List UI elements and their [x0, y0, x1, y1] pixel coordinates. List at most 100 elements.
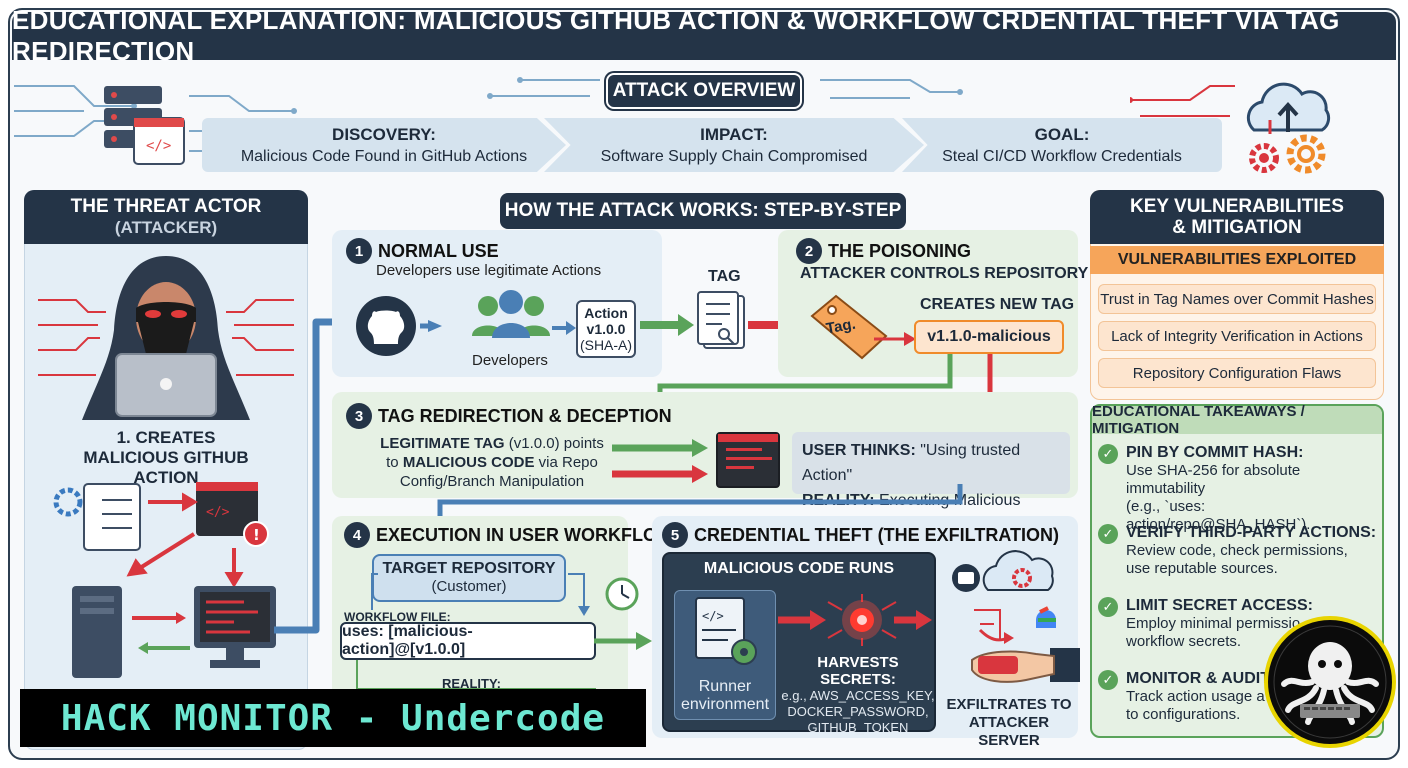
step3-heading: 3 TAG REDIRECTION & DECEPTION	[346, 403, 672, 429]
takeaway-line: Track action usage a	[1126, 688, 1265, 705]
overview-stage-impact: IMPACT: Software Supply Chain Compromise…	[544, 118, 924, 172]
threat-actor-step: 1. CREATES MALICIOUS GITHUB ACTION	[83, 428, 249, 487]
how-it-works-title: HOW THE ATTACK WORKS: STEP-BY-STEP	[500, 193, 906, 229]
secret-item: GITHUB_TOKEN	[807, 720, 909, 735]
step3-line3: Config/Branch Manipulation	[399, 473, 585, 490]
svg-text:!: !	[253, 526, 260, 544]
malicious-code-window-icon	[716, 432, 780, 488]
page-title: EDUCATIONAL EXPLANATION: MALICIOUS GITHU…	[12, 5, 1396, 66]
server-icon: </>	[104, 86, 185, 165]
step5-title: CREDENTIAL THEFT (THE EXFILTRATION)	[694, 524, 1059, 545]
runner-label: Runner environment	[674, 678, 776, 714]
vulnerability-item: Trust in Tag Names over Commit Hashes	[1098, 284, 1376, 314]
step-number: 3	[346, 403, 372, 429]
vulnerabilities-exploited-label: VULNERABILITIES EXPLOITED	[1090, 246, 1384, 274]
svg-text:</>: </>	[206, 505, 230, 520]
takeaway-item: ✓ VERIFY THIRD-PARTY ACTIONS: Review cod…	[1098, 524, 1382, 578]
takeaway-title: PIN BY COMMIT HASH:	[1126, 444, 1304, 461]
step2-title: THE POISONING	[828, 240, 972, 261]
step2-heading: 2 THE POISONING	[796, 238, 971, 264]
threat-actor-subtitle: (ATTACKER)	[114, 218, 218, 237]
document-icon	[697, 291, 745, 349]
takeaway-item: ✓ LIMIT SECRET ACCESS: Employ minimal pe…	[1098, 597, 1382, 651]
takeaway-line: to configurations.	[1126, 706, 1241, 723]
arrow-blue-small	[552, 321, 576, 335]
action-card: Action v1.0.0 (SHA-A)	[576, 300, 636, 358]
step4-panel	[332, 516, 628, 706]
step3-title: TAG REDIRECTION & DECEPTION	[378, 405, 672, 426]
step5-heading: 5 CREDENTIAL THEFT (THE EXFILTRATION)	[662, 522, 1059, 548]
clock-icon	[605, 577, 639, 611]
attack-overview-label: ATTACK OVERVIEW	[606, 73, 802, 109]
takeaway-line: workflow secrets.	[1126, 633, 1242, 650]
stage-title: GOAL:	[1034, 124, 1090, 144]
exfiltrate-line1: EXFILTRATES TO	[946, 696, 1072, 713]
step3-explanation: LEGITIMATE TAG (v1.0.0) points to MALICI…	[362, 434, 622, 491]
overview-stage-goal: GOAL: Steal CI/CD Workflow Credentials	[902, 118, 1222, 172]
action-sha: (SHA-A)	[579, 337, 633, 353]
svg-text:</>: </>	[146, 138, 171, 154]
workflow-file-label: WORKFLOW FILE:	[344, 610, 451, 624]
step4-reality-label: REALITY:	[442, 676, 501, 691]
repo-loop-arrows	[371, 573, 590, 616]
step-number: 5	[662, 522, 688, 548]
takeaway-line: Employ minimal permissio	[1126, 615, 1301, 632]
stage-text: Malicious Code Found in GitHub Actions	[240, 147, 528, 165]
octopus-logo-icon	[1264, 616, 1396, 748]
secret-item: DOCKER_PASSWORD,	[787, 704, 929, 719]
check-icon: ✓	[1098, 444, 1118, 464]
secret-harvest-icon	[778, 594, 932, 646]
takeaway-title: VERIFY THIRD-PARTY ACTIONS:	[1126, 524, 1377, 541]
runner-doc-gear-icon: </>	[695, 597, 757, 665]
harvest-secrets: HARVESTS SECRETS: e.g., AWS_ACCESS_KEY, …	[780, 654, 936, 736]
stage-text: Software Supply Chain Compromised	[600, 147, 868, 165]
circuit-lines-right	[1130, 85, 1235, 117]
vuln-title-1: KEY VULNERABILITIES	[1130, 196, 1344, 217]
workflow-uses-line: uses: [malicious-action]@[v1.0.0]	[340, 622, 596, 660]
secret-item: e.g., AWS_ACCESS_KEY,	[781, 688, 935, 703]
step1-heading: 1 NORMAL USE	[346, 238, 499, 264]
step4-title: EXECUTION IN USER WORKFLOW	[376, 524, 674, 545]
malicious-action-creation-icons: </> !	[53, 482, 276, 678]
repo-title: TARGET REPOSITORY	[382, 560, 556, 577]
threat-actor-title: THE THREAT ACTOR	[70, 196, 262, 217]
step-number: 4	[344, 522, 370, 548]
malicious-runs-label: MALICIOUS CODE RUNS	[703, 560, 895, 577]
thinks-text: "Using trusted Action"	[802, 442, 1021, 484]
tag-icon	[810, 294, 888, 360]
exfiltrate-line2: ATTACKER SERVER	[968, 714, 1050, 749]
vulnerability-item: Repository Configuration Flaws	[1098, 358, 1376, 388]
takeaway-line: Use SHA-256 for absolute immutability	[1126, 462, 1301, 497]
action-version: v1.0.0	[586, 321, 626, 337]
flow-connector-blue	[437, 484, 963, 516]
hacker-icon	[38, 256, 294, 420]
step2-subtitle: ATTACKER CONTROLS REPOSITORY	[800, 265, 1089, 282]
step4-heading: 4 EXECUTION IN USER WORKFLOW	[344, 522, 674, 548]
takeaway-title: MONITOR & AUDIT	[1126, 670, 1270, 687]
step3-line1-bold: LEGITIMATE TAG	[380, 435, 505, 452]
check-icon: ✓	[1098, 597, 1118, 617]
takeaway-item: ✓ PIN BY COMMIT HASH: Use SHA-256 for ab…	[1098, 444, 1382, 534]
overview-stage-discovery: DISCOVERY: Malicious Code Found in GitHu…	[202, 118, 566, 172]
stage-title: IMPACT:	[700, 124, 768, 144]
brand-banner-text: HACK MONITOR - Undercode	[60, 697, 606, 739]
circuit-lines-center-right	[820, 79, 963, 99]
harvest-title: HARVESTS SECRETS:	[817, 654, 899, 688]
github-icon	[356, 296, 442, 356]
exfiltrate-label: EXFILTRATES TO ATTACKER SERVER	[944, 696, 1074, 750]
reality-connector	[356, 660, 358, 690]
repo-subtitle: (Customer)	[431, 578, 507, 595]
takeaway-line: (e.g., `uses: action/repo@SHA_HASH`).	[1126, 498, 1311, 533]
runner-label-1: Runner	[698, 678, 752, 695]
step3-line1-rest: (v1.0.0) points	[504, 435, 604, 452]
step-number: 2	[796, 238, 822, 264]
step1-title: NORMAL USE	[378, 240, 499, 261]
stage-title: DISCOVERY:	[332, 124, 436, 144]
redirect-arrows	[612, 439, 708, 483]
brand-banner: HACK MONITOR - Undercode	[20, 689, 646, 747]
developers-label: Developers	[472, 352, 548, 369]
thinks-label: USER THINKS:	[802, 442, 916, 459]
takeaway-title: LIMIT SECRET ACCESS:	[1126, 597, 1313, 614]
svg-text:</>: </>	[702, 609, 724, 623]
vulnerability-item: Lack of Integrity Verification in Action…	[1098, 321, 1376, 351]
